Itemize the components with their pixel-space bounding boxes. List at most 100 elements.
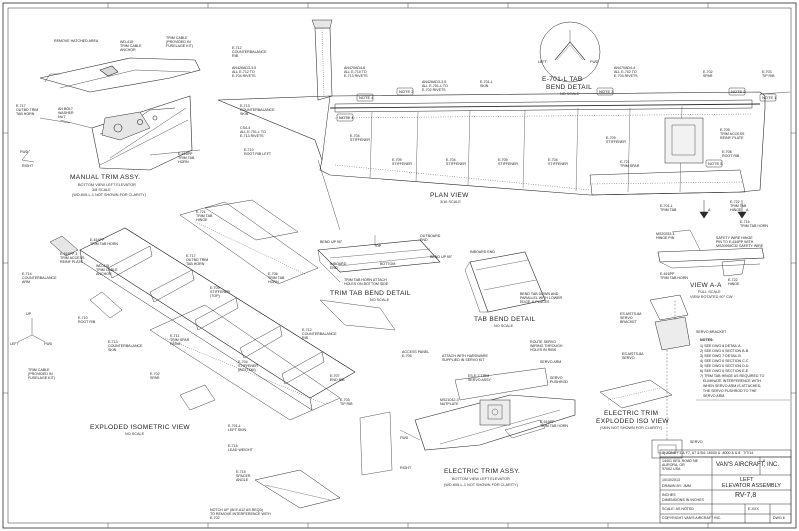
manual-trim-assy-view (21, 57, 201, 171)
drawing-title-1: LEFT (740, 477, 754, 483)
plan-e701-label: E-701-L TRIM TAB (660, 204, 677, 213)
plan-e716-label: E-716 TRIM TAB HORN (740, 220, 769, 229)
plan-e713-label: E-713 COUNTERBALANCE SKIN (240, 104, 275, 117)
plan-note-tag-1: NOTE 1 (762, 95, 777, 100)
tt-inboard: INBOARD END (330, 262, 347, 271)
plan-e708-label: E-708 ROOT RIB (722, 150, 740, 159)
notes-item-11: SERVO ARM. (700, 394, 726, 398)
manual-trim-scale: 3/8 SCALE (92, 188, 111, 192)
electric-iso-title: ELECTRIC TRIM (604, 410, 659, 417)
e717-label: E-717 OUTBD TRIM TAB HORN (16, 104, 39, 117)
plan-e709-label-3: E-709 STIFFENER (606, 136, 626, 145)
tab-bend-left: LEFT (538, 60, 547, 64)
iso-wd415-label: WD-415 TRIM CABLE ANCHOR (96, 264, 118, 277)
plan-view (217, 19, 791, 231)
iso-e721-label: E-721 TRIM TAB HINGE (196, 210, 213, 223)
manual-trim-title: MANUAL TRIM ASSY. (70, 174, 141, 181)
exploded-isometric-view (17, 199, 396, 509)
plan-e704-label-1: E-704 STIFFENER (350, 134, 370, 143)
elec-arm-label: SERVO ARM (540, 360, 562, 364)
copyright-label: COPYRIGHT VAN'S AIRCRAFT INC. (662, 516, 722, 520)
tab-bend-scale: NO SCALE (560, 92, 580, 96)
elec-fwd-label: FWD (400, 436, 409, 440)
dwg-number: DWG 6 (773, 516, 785, 520)
zone-ticks (3, 3, 796, 528)
iso-e717-label: E-717 OUTBD TRIM TAB HORN (186, 254, 209, 267)
plan-note-tag-5: NOTE 5 (708, 161, 723, 166)
trim-tab-bend-scale: NO SCALE (370, 298, 390, 302)
notes-item-5: 5) SEE DWG 6 SECTION D-D (700, 364, 749, 368)
elec-wire-label: ROUTE SERVO WIRING THROUGH HOLES IN RIBS (530, 340, 563, 353)
trim-cable-anchor-label: WD-415 TRIM CABLE ANCHOR (120, 40, 142, 53)
elec-access-label: ACCESS PANEL E-705 (402, 350, 430, 359)
tt-top: TOP (374, 244, 382, 248)
tt-bottom: BOTTOM (380, 262, 396, 266)
view-a-a (657, 200, 765, 277)
notes-item-3: 3) SEE DWG 7 DETAIL B. (700, 354, 742, 358)
tolerance-1: DIMENSIONS IN INCHES (662, 498, 704, 502)
drawing-title-2: ELEVATOR ASSEMBLY (722, 483, 781, 489)
sheet-inner-border (7, 7, 792, 524)
tt-bend-up-1: BEND UP 90° (320, 240, 343, 244)
drawn-by-label: DRAWN BY: JMM (662, 484, 691, 488)
iso-e715-label: E-715 SPACER ANGLE (236, 470, 251, 483)
elec-servo-label: ES-E-7 TRIM SERVO ASSY (468, 374, 491, 383)
electric-iso-title-2: EXPLODED ISO VIEW (596, 418, 669, 425)
tt-horn-holes: TRIM TAB HORN ATTACH HOLES ON BOTTOM SID… (344, 278, 389, 287)
iso-notch-label: NOTCH UP (IN E-612 AS REQD) TO REMOVE IN… (210, 508, 271, 521)
elec-rod-label: SERVO PUSHROD (550, 376, 568, 385)
company-address: 14401 KEIL ROAD NE AURORA, OR 97002 USA (662, 459, 699, 471)
plan-e704-label-2: E-704 STIFFENER (446, 158, 466, 167)
notes-item-1: 1) SEE DWG 8 DETAIL A. (700, 344, 742, 348)
remove-hatched-label: REMOVE HATCHED AREA (54, 39, 99, 43)
iso-e705-label: E-616PP-1 TRIM ACCESS REINF PLATE (60, 252, 85, 265)
eiso-servo-label: ES-MSTS-8A SERVO (622, 352, 644, 361)
plan-e709-label-2: E-709 STIFFENER (498, 158, 518, 167)
iso-up-label: UP (26, 312, 31, 316)
iso-e711-label: E-711 TRIM SPAR REINF. (170, 334, 190, 347)
plan-note-tag-4b: NOTE 4 (339, 115, 354, 120)
e616pp-label: E-616PP TRIM TAB HORN (178, 152, 195, 165)
eiso-bracket-label: ES-MSTS-8A SERVO BRACKET (620, 312, 642, 325)
eiso-servo-bracket-label: SERVO BRACKET (696, 330, 727, 334)
sheet-label: E-XXX (748, 507, 759, 511)
plan-note-tag-2: NOTE 2 (731, 89, 746, 94)
a-marker-2: A (746, 208, 749, 212)
notes-item-9: WHEN SERVO ARM IS ATTACHED, (700, 384, 762, 388)
notes-item-8: ELIMINATE INTERFERENCE WITH (700, 379, 761, 383)
tt-outboard: OUTBOARD END (420, 234, 441, 243)
iso-e703-label: E-703 TIP RIB (340, 398, 353, 407)
units-label: INCHES (662, 493, 676, 497)
view-a-title: VIEW A-A (690, 282, 722, 289)
iso-trim-cable-label: TRIM CABLE (PROVIDED IN FUSELAGE KIT) (28, 368, 55, 381)
view-a-trim-horn: E-616PP TRIM TAB HORN (660, 272, 689, 281)
plan-e712-label: E-712 COUNTERBALANCE RIB (232, 46, 267, 59)
plan-rivets1-label: AN426AD3-3.5 ALL E-701-L TO E-702 RIVETS (422, 80, 448, 93)
tab-bend-detail (464, 251, 546, 313)
plan-e704-label-3: E-704 STIFFENER (548, 158, 568, 167)
iso-e713-label: E-713 COUNTERBALANCE SKIN (108, 340, 143, 353)
electric-trim-note: (WD-605-L-1 NOT SHOWN FOR CLARITY) (444, 483, 518, 487)
iso-e702-label: E-702 SPAR (150, 372, 160, 381)
plan-e722-label: E-722 TRIM TAB HINGE (730, 200, 747, 213)
iso-fwd-label: FWD (44, 342, 53, 346)
plan-view-scale: 3/16 SCALE (440, 200, 461, 204)
view-a-safety: SAFETY WIRE HINGE PIN TO E-616PP WITH MS… (716, 236, 764, 249)
plan-e721-label: E-721 TRIM SPAR (620, 160, 640, 169)
iso-e706-label: E-706 TRIM TAB HORN (268, 272, 285, 285)
notes-header: NOTES: (700, 338, 714, 342)
aircraft-model: RV-7,8 (735, 492, 757, 499)
tab-bend-title-2: BEND DETAIL (546, 84, 593, 91)
plan-e710-label: E-710 ROOT RIB LEFT (244, 148, 272, 157)
notes-item-7: 7) TRIM TAB HINGE AS REQUIRED TO (700, 374, 765, 378)
plan-e703-label: E-703 TIP RIB (762, 70, 775, 79)
plan-cs4-label: CS4-4 ALL E-701-L TO E-713 RIVETS (240, 126, 266, 139)
exploded-iso-title: EXPLODED ISOMETRIC VIEW (90, 424, 190, 431)
notes-item-10: THE SERVO PUSHROD TO THE (700, 389, 757, 393)
plan-rivets4-label: AN470AD4-4 ALL E-702 TO E-703 RIVETS (614, 66, 638, 79)
scale-label: SCALE: AS NOTED (662, 507, 694, 511)
a-marker-1: A (708, 208, 711, 212)
tb-inboard: INBOARD END (470, 250, 495, 254)
